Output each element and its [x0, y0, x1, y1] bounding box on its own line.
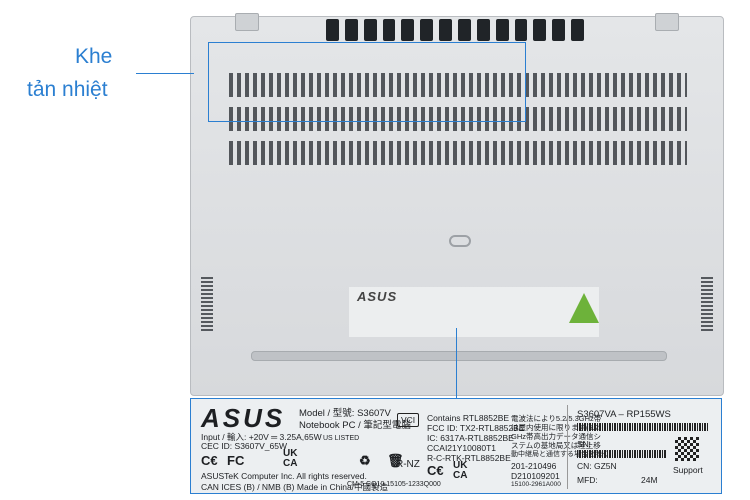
small-label-logo: ASUS	[357, 289, 398, 304]
label-jp-1: 電波法により5.2/5.3GHz帯	[511, 414, 602, 423]
label-code-3: 15100-2961A000	[511, 481, 561, 488]
ce-mark: C€	[201, 453, 218, 468]
label-contains: Contains RTL8852BE	[427, 413, 510, 423]
screw-cover	[449, 235, 471, 247]
label-asus-logo: ASUS	[201, 403, 286, 433]
label-ccai: CCAI21Y10080T1	[427, 443, 496, 453]
label-code-1: 201-210496	[511, 461, 557, 471]
callout-title-line1: Khe	[75, 45, 113, 68]
callout-leader-line	[136, 73, 194, 74]
label-sn: SN:	[577, 439, 592, 449]
rnz-mark: R-NZ	[396, 459, 420, 470]
label-support: Support	[673, 465, 703, 475]
barcode-1	[577, 423, 709, 431]
label-mfd: MFD:	[577, 475, 598, 485]
label-ces: CAN ICES (B) / NMB (B) Made in China/中國製…	[201, 482, 389, 492]
ul-mark: US LISTED	[323, 435, 360, 442]
label-ic: IC: 6317A-RTL8852BE	[427, 433, 514, 443]
label-cec: CEC ID: S3607V_65W	[201, 441, 287, 451]
laptop-bottom-case: ASUS	[190, 13, 724, 396]
barcode-2	[577, 450, 667, 458]
label-mfd-value: 24M	[641, 475, 658, 485]
qr-code	[675, 437, 699, 461]
label-copyright: ASUSTeK Computer Inc. All rights reserve…	[201, 471, 367, 481]
side-vent-right	[701, 275, 713, 331]
callout-title-line2: tản nhiệt	[27, 78, 108, 101]
vcci-mark: VCI	[397, 413, 420, 427]
small-product-label	[349, 287, 599, 337]
label-divider	[567, 405, 568, 489]
label-rc: R-C-RTK-RTL8852BE	[427, 453, 511, 463]
label-model-code: S3607VA – RP155WS	[577, 409, 671, 420]
label-type: Notebook PC / 筆記型電腦	[299, 420, 411, 431]
label-fcc-id: FCC ID: TX2-RTL8852BE	[427, 423, 525, 433]
label-cn: CN: GZ5N	[577, 461, 617, 471]
top-vent	[326, 19, 585, 41]
label-jp-2: は屋内使用に限ります(5.2	[511, 423, 599, 432]
recycle-icon: ♻	[359, 453, 371, 468]
weee-bin-icon: 🗑	[387, 453, 404, 468]
label-jp-5: 動中継局と通信する場合を除く)	[511, 451, 612, 458]
ce-mark-2: C€	[427, 463, 444, 478]
hinge-left	[235, 13, 259, 31]
label-model: Model / 型號: S3607V	[299, 408, 391, 419]
vent-row-3	[229, 141, 687, 165]
label-code-2: D210109201	[511, 471, 560, 481]
side-vent-left	[201, 275, 213, 331]
label-cm: CM-5 CQ10 15105-1233Q000	[347, 481, 441, 488]
vent-row-2	[229, 107, 687, 131]
label-jp-3: GHz帯高出力データ通信シ	[511, 432, 601, 441]
zoom-leader-line	[456, 328, 457, 398]
label-jp-4: ステムの基地局又は陸上移	[511, 441, 601, 450]
zoomed-product-label: ASUS Model / 型號: S3607V Notebook PC / 筆記…	[190, 398, 722, 494]
rubber-foot	[251, 351, 667, 361]
fcc-mark: FC	[227, 453, 245, 468]
callout-highlight-box	[208, 42, 526, 122]
hinge-right	[655, 13, 679, 31]
vent-row-1	[229, 73, 687, 97]
label-input: Input / 輸入: +20V ═ 3.25A,65W	[201, 432, 322, 442]
